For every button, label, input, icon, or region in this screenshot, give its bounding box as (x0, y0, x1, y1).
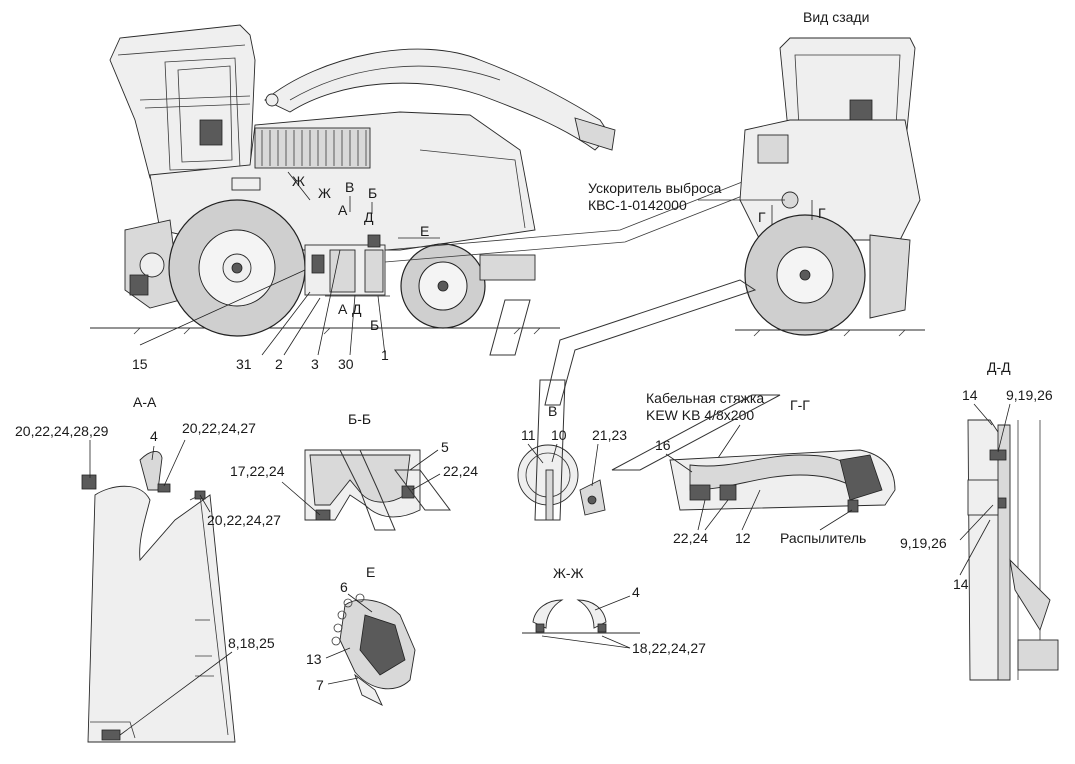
view-e: Е 6 13 7 (306, 564, 416, 706)
hose-route (384, 174, 766, 356)
sprayer-label: Распылитель (780, 530, 866, 546)
view-v: В 11 10 21,23 (517, 379, 627, 521)
cable-tie-label-1: Кабельная стяжка (646, 390, 764, 406)
dd-label-3: 9,19,26 (900, 535, 947, 551)
e-label-3: 7 (316, 677, 324, 693)
view-v-title: В (548, 403, 557, 419)
mark-g-left: Г (758, 209, 766, 225)
bb-label-2: 5 (441, 439, 449, 455)
section-aa: А-А 20,22,24,28,29 4 20,22,24,27 20,22,2… (15, 394, 281, 743)
grille-lines (261, 130, 367, 166)
mark-e: Е (420, 223, 429, 239)
tank-unit (304, 234, 536, 296)
section-zhzh: Ж-Ж 4 18,22,24,27 (522, 565, 706, 656)
aa-label-4: 20,22,24,27 (207, 512, 281, 528)
section-marks-main: Ж Ж В Б А Д Е А Д Б (287, 171, 440, 333)
label-2: 2 (275, 356, 283, 372)
front-wheel (168, 199, 306, 337)
v-label-3: 21,23 (592, 427, 627, 443)
dd-label-1: 14 (962, 387, 978, 403)
v-label-2: 10 (551, 427, 567, 443)
gg-label-3: 12 (735, 530, 751, 546)
rear-wheel (400, 243, 486, 329)
gg-label-1: 16 (655, 437, 671, 453)
aa-label-5: 8,18,25 (228, 635, 275, 651)
e-label-2: 13 (306, 651, 322, 667)
main-leaders (139, 249, 386, 356)
label-15: 15 (132, 356, 148, 372)
bb-label-1: 17,22,24 (230, 463, 285, 479)
e-label-1: 6 (340, 579, 348, 595)
aa-label-1: 20,22,24,28,29 (15, 423, 109, 439)
gg-label-2: 22,24 (673, 530, 708, 546)
mark-b-bottom: Б (370, 317, 379, 333)
dd-label-2: 9,19,26 (1006, 387, 1053, 403)
mark-zh-2: Ж (318, 185, 331, 201)
zhzh-label-2: 18,22,24,27 (632, 640, 706, 656)
section-dd: Д-Д 14 9,19,26 9,19,26 14 (900, 359, 1059, 681)
label-30: 30 (338, 356, 354, 372)
cab (109, 24, 256, 179)
mark-a-top: А (338, 202, 348, 218)
v-label-1: 11 (521, 427, 536, 443)
harvester-side-view: Ж Ж В Б А Д Е А Д Б 15 31 2 3 30 (90, 24, 766, 372)
section-bb-title: Б-Б (348, 411, 371, 427)
label-3: 3 (311, 356, 319, 372)
mark-b-top: Б (368, 185, 377, 201)
mark-zh-1: Ж (292, 173, 305, 189)
section-dd-title: Д-Д (987, 359, 1011, 375)
discharge-spout (264, 48, 616, 151)
mark-v: В (345, 179, 354, 195)
rear-view-title: Вид сзади (803, 9, 869, 25)
view-e-title: Е (366, 564, 375, 580)
zhzh-label-1: 4 (632, 584, 640, 600)
rear-view: Вид сзади Ускоритель выброса КВС-1-01420… (544, 9, 925, 406)
section-aa-title: А-А (133, 394, 157, 410)
mark-a-bottom: А (338, 301, 348, 317)
front-header (124, 219, 181, 309)
bb-label-3: 22,24 (443, 463, 478, 479)
mark-d-bottom: Д (352, 301, 362, 317)
ground-hatch (133, 327, 541, 335)
cable-tie-label-2: KEW KB 4/8x200 (646, 407, 754, 423)
accelerator-label-2: КВС-1-0142000 (588, 197, 687, 213)
label-1: 1 (381, 347, 389, 363)
aa-label-2: 4 (150, 428, 158, 444)
section-gg-title: Г-Г (790, 397, 810, 413)
accelerator-label-1: Ускоритель выброса (588, 180, 722, 196)
mark-d-top: Д (364, 209, 374, 225)
section-bb: Б-Б 17,22,24 5 22,24 (230, 411, 478, 531)
label-31: 31 (236, 356, 252, 372)
section-gg: Кабельная стяжка KEW KB 4/8x200 Г-Г 16 2… (611, 390, 896, 546)
mark-g-right: Г (818, 205, 826, 221)
section-zhzh-title: Ж-Ж (553, 565, 584, 581)
dd-label-4: 14 (953, 576, 969, 592)
aa-label-3: 20,22,24,27 (182, 420, 256, 436)
